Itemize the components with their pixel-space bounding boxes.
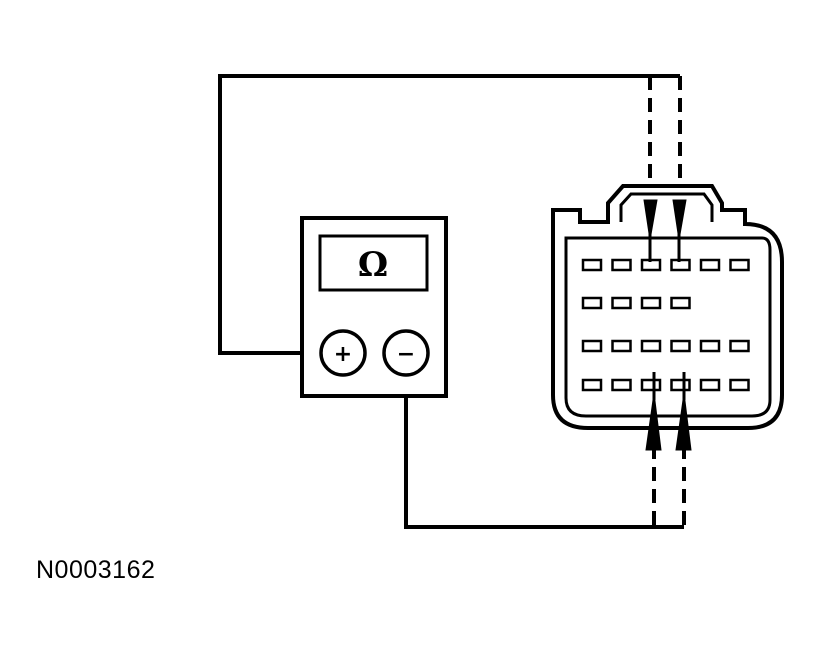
probe-top-left: [643, 199, 658, 241]
negative-lead-wire: [404, 377, 652, 529]
pin-cavity: [670, 378, 691, 392]
probe-dashed-lines: [648, 74, 686, 529]
multimeter: Ω + −: [300, 216, 448, 398]
negative-terminal-label: −: [397, 342, 415, 367]
pin-cavity: [581, 296, 603, 310]
pin-cavity: [729, 258, 750, 272]
pin-cavity: [581, 378, 603, 392]
pin-cavity: [699, 378, 721, 392]
pin-cavity: [729, 378, 750, 392]
probes: [643, 199, 692, 451]
pin-cavity: [581, 339, 603, 353]
pin-cavity: [611, 339, 632, 353]
connector-latch: [619, 192, 714, 222]
positive-terminal-label: +: [334, 342, 352, 367]
pin-cavity: [640, 378, 662, 392]
pin-cavity: [640, 339, 662, 353]
pin-cavity: [670, 296, 691, 310]
pin-cavity: [699, 339, 721, 353]
pin-cavity: [699, 258, 721, 272]
connector: [551, 184, 784, 430]
connector-outer-shell: [551, 184, 784, 430]
probe-bottom-left: [645, 392, 662, 451]
pin-cavity: [581, 258, 603, 272]
probe-top-right: [672, 199, 687, 241]
figure-id: N0003162: [36, 556, 156, 584]
multimeter-display: [318, 234, 429, 292]
connector-inner-shell: [564, 236, 772, 418]
pin-cavity: [670, 339, 691, 353]
positive-lead-wire: [218, 74, 652, 355]
probe-shafts: [648, 230, 686, 400]
negative-terminal: [382, 329, 430, 377]
ohm-symbol: Ω: [358, 245, 388, 285]
pin-cavity: [611, 378, 632, 392]
pin-cavity: [729, 339, 750, 353]
positive-terminal: [319, 329, 367, 377]
pin-cavity: [611, 258, 632, 272]
probe-bottom-right: [675, 392, 692, 451]
pin-cavity: [611, 296, 632, 310]
pin-cavity: [640, 296, 662, 310]
